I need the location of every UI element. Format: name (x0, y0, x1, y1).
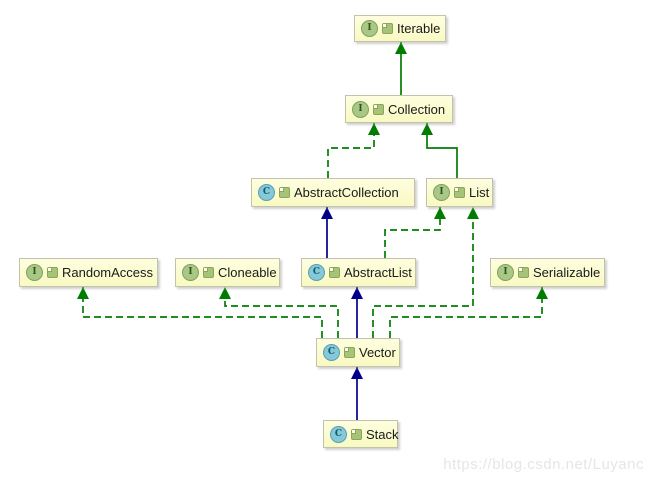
edge-implements-abstractcollection-to-collection (327, 123, 380, 178)
edge-implements-vector-to-randomaccess (77, 287, 323, 338)
node-label: Stack (366, 426, 399, 442)
class-icon: C (258, 184, 275, 201)
visibility-icon (47, 267, 58, 278)
visibility-icon (373, 103, 384, 115)
class-icon: C (323, 344, 340, 361)
interface-icon: I (352, 100, 369, 118)
node-label: Vector (359, 345, 396, 360)
interface-icon: I (361, 20, 378, 37)
edge-implements-vector-to-list (372, 207, 479, 338)
node-collection[interactable]: I Collection (345, 95, 453, 123)
node-label: Serializable (533, 265, 601, 280)
node-label: AbstractCollection (294, 185, 399, 200)
visibility-icon (329, 267, 340, 278)
node-label: List (469, 185, 490, 200)
node-abstractlist[interactable]: C AbstractList (301, 258, 416, 287)
edge-implements-vector-to-cloneable (219, 287, 339, 338)
node-label: RandomAccess (62, 265, 154, 280)
interface-icon: I (26, 264, 43, 281)
visibility-icon (279, 187, 290, 198)
interface-icon: I (497, 264, 514, 281)
class-icon: C (330, 425, 347, 443)
node-cloneable[interactable]: I Cloneable (175, 258, 280, 287)
visibility-icon (203, 267, 214, 278)
edge-extends-list-to-collection (421, 123, 458, 178)
node-label: Collection (388, 101, 446, 117)
visibility-icon (344, 347, 355, 358)
visibility-icon (454, 187, 465, 198)
edge-implements-vector-to-serializable (389, 287, 548, 338)
node-serializable[interactable]: I Serializable (490, 258, 605, 287)
interface-icon: I (433, 184, 450, 201)
watermark: https://blog.csdn.net/Luyanc (443, 456, 644, 473)
visibility-icon (382, 23, 393, 34)
visibility-icon (518, 267, 529, 278)
edge-implements-abstractlist-to-list (384, 207, 446, 258)
node-iterable[interactable]: I Iterable (354, 15, 446, 42)
node-stack[interactable]: C Stack (323, 420, 399, 448)
node-list[interactable]: I List (426, 178, 493, 207)
node-abstractcollection[interactable]: C AbstractCollection (251, 178, 415, 207)
node-label: Iterable (397, 21, 441, 36)
node-label: Cloneable (218, 265, 277, 280)
visibility-icon (351, 428, 362, 440)
node-label: AbstractList (344, 265, 412, 280)
node-randomaccess[interactable]: I RandomAccess (19, 258, 158, 287)
class-icon: C (308, 264, 325, 281)
node-vector[interactable]: C Vector (316, 338, 400, 367)
interface-icon: I (182, 264, 199, 281)
